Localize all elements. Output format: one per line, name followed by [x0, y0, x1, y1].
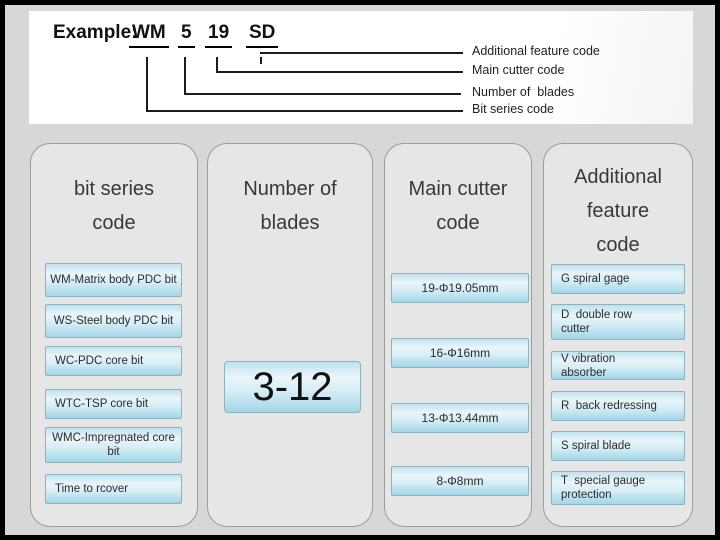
bit-series-item: WTC-TSP core bit	[45, 389, 182, 419]
callout-line-bit-series-vertical	[146, 57, 148, 111]
bit-series-item: WS-Steel body PDC bit	[45, 304, 182, 338]
blades-range-value: 3-12	[224, 361, 361, 413]
additional-feature-item: D double row cutter	[551, 304, 685, 340]
bit-series-item: WM-Matrix body PDC bit	[45, 263, 182, 297]
main-cutter-item: 13-Φ13.44mm	[391, 403, 529, 433]
panel-title-number-of-blades: Number of blades	[243, 178, 337, 234]
additional-feature-item: R back redressing	[551, 391, 685, 421]
panel-title-bit-series: bit series code	[73, 178, 155, 234]
callout-line-main-cutter-horizontal	[216, 71, 463, 73]
example-code-row: Example: WM 5 19 SD	[29, 22, 693, 48]
panel-title-additional-feature: Additional feature code	[574, 166, 662, 256]
additional-feature-item: V vibration absorber	[551, 351, 685, 380]
callout-line-bit-series-horizontal	[146, 110, 463, 112]
bit-series-item: WMC-Impregnated core bit	[45, 427, 182, 463]
additional-feature-item: T special gauge protection	[551, 471, 685, 505]
callout-line-main-cutter-vertical	[216, 57, 218, 72]
panel-main-cutter-code: Main cutter code 19-Φ19.05mm 16-Φ16mm 13…	[384, 143, 532, 527]
callout-label-main-cutter: Main cutter code	[472, 63, 565, 77]
code-main-cutter: 19	[205, 22, 233, 48]
main-cutter-item: 19-Φ19.05mm	[391, 273, 529, 303]
panel-title-main-cutter: Main cutter code	[408, 178, 508, 234]
callout-line-additional-horizontal	[260, 52, 463, 54]
main-cutter-item: 8-Φ8mm	[391, 466, 529, 496]
callout-line-blades-vertical	[184, 57, 186, 94]
callout-line-additional-vertical	[260, 57, 262, 64]
additional-feature-item: S spiral blade	[551, 431, 685, 461]
bit-series-item: Time to rcover	[45, 474, 182, 504]
code-bit-series: WM	[129, 22, 169, 48]
example-box: Example: WM 5 19 SD Additional feature c…	[29, 11, 693, 124]
panel-bit-series-code: bit series code WM-Matrix body PDC bit W…	[30, 143, 198, 527]
panel-number-of-blades: Number of blades 3-12	[207, 143, 373, 527]
additional-feature-item: G spiral gage	[551, 264, 685, 294]
callout-label-additional-feature: Additional feature code	[472, 44, 600, 58]
callout-label-number-of-blades: Number of blades	[472, 85, 575, 99]
code-number-of-blades: 5	[178, 22, 195, 48]
main-cutter-item: 16-Φ16mm	[391, 338, 529, 368]
callout-line-blades-horizontal	[184, 93, 461, 95]
bit-series-item: WC-PDC core bit	[45, 346, 182, 376]
example-label: Example:	[53, 22, 138, 43]
panel-additional-feature-code: Additional feature code G spiral gage D …	[543, 143, 693, 527]
callout-label-bit-series: Bit series code	[472, 102, 554, 116]
code-additional-feature: SD	[246, 22, 279, 48]
